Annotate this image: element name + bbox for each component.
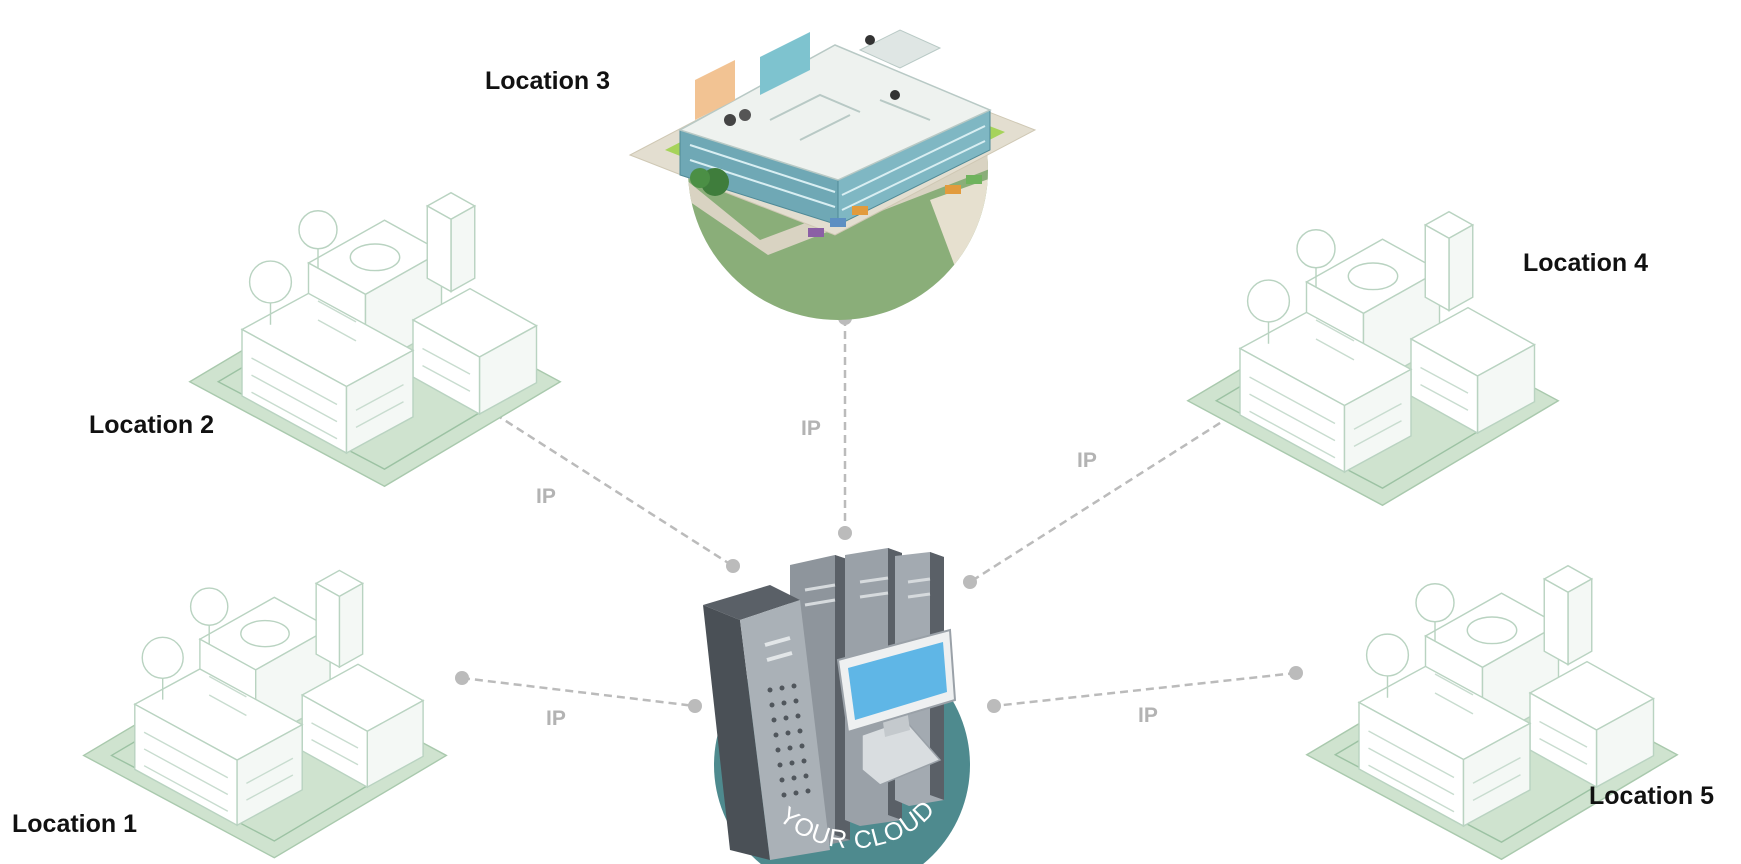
location-5-label: Location 5: [1589, 782, 1715, 810]
location-1-label: Location 1: [12, 810, 138, 838]
location-4-label: Location 4: [1523, 249, 1649, 277]
link-line-location-2: [461, 391, 734, 568]
office-campus-location-4: [1187, 210, 1559, 506]
link-line-location-1: [461, 676, 696, 708]
ip-link-label-location-5: IP: [1138, 704, 1158, 727]
location-2-label: Location 2: [89, 411, 215, 439]
link-line-location-4: [969, 407, 1243, 584]
ip-link-label-location-4: IP: [1077, 449, 1097, 472]
ip-link-label-location-3: IP: [801, 417, 821, 440]
location-3-label: Location 3: [485, 67, 611, 95]
office-campus-location-1: [82, 569, 448, 859]
link-line-location-5: [993, 671, 1297, 708]
headquarters-illustration: [628, 29, 1037, 320]
ip-link-label-location-2: IP: [536, 485, 556, 508]
ip-link-label-location-1: IP: [546, 707, 566, 730]
office-campus-location-5: [1306, 564, 1678, 860]
office-campus-location-2: [189, 191, 561, 487]
cloud-server-illustration: YOUR CLOUD: [703, 548, 970, 864]
